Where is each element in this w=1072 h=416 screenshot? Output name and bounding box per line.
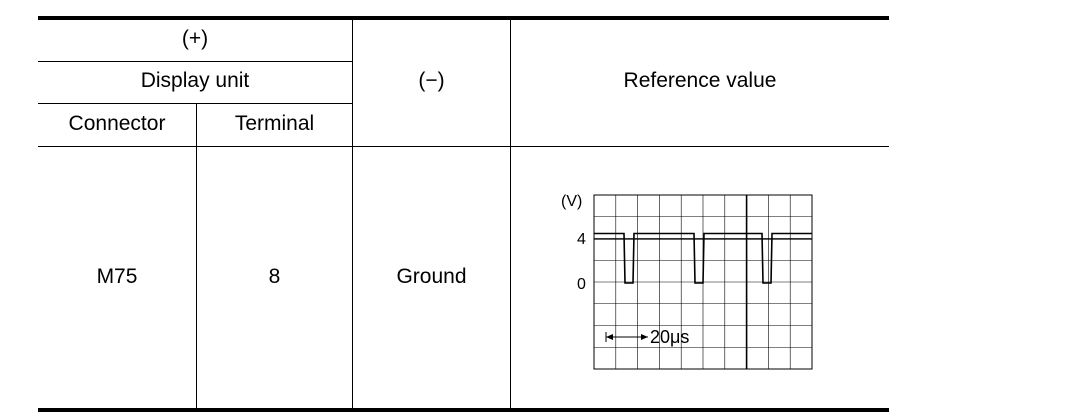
terminal-header: Terminal <box>234 112 315 135</box>
y-tick-low: 0 <box>577 276 586 293</box>
oscilloscope-waveform-figure: (V) 4 0 20μs SKIB3601E <box>561 193 813 370</box>
col-divider-connector-terminal <box>196 104 197 408</box>
plus-header: (+) <box>181 27 209 50</box>
display-unit-header: Display unit <box>140 69 250 92</box>
time-scale-label: 20μs <box>650 327 689 347</box>
col-divider-minus-reference <box>510 18 511 408</box>
time-scale-marker <box>605 332 648 342</box>
rule-below-display-unit <box>38 103 352 104</box>
header-bottom-rule <box>38 146 889 147</box>
y-unit-label: (V) <box>561 193 582 210</box>
minus-value: Ground <box>396 265 467 288</box>
y-tick-high: 4 <box>577 231 586 248</box>
connector-value: M75 <box>96 265 138 288</box>
table-bottom-rule <box>38 408 889 412</box>
rule-below-plus <box>38 61 352 62</box>
reference-value-header: Reference value <box>623 69 777 92</box>
terminal-value: 8 <box>268 265 281 288</box>
signal-trace <box>594 232 812 284</box>
connector-header: Connector <box>68 112 166 135</box>
minus-header: (−) <box>418 69 445 92</box>
table-top-rule <box>38 16 889 20</box>
col-divider-plus-minus <box>352 18 353 408</box>
